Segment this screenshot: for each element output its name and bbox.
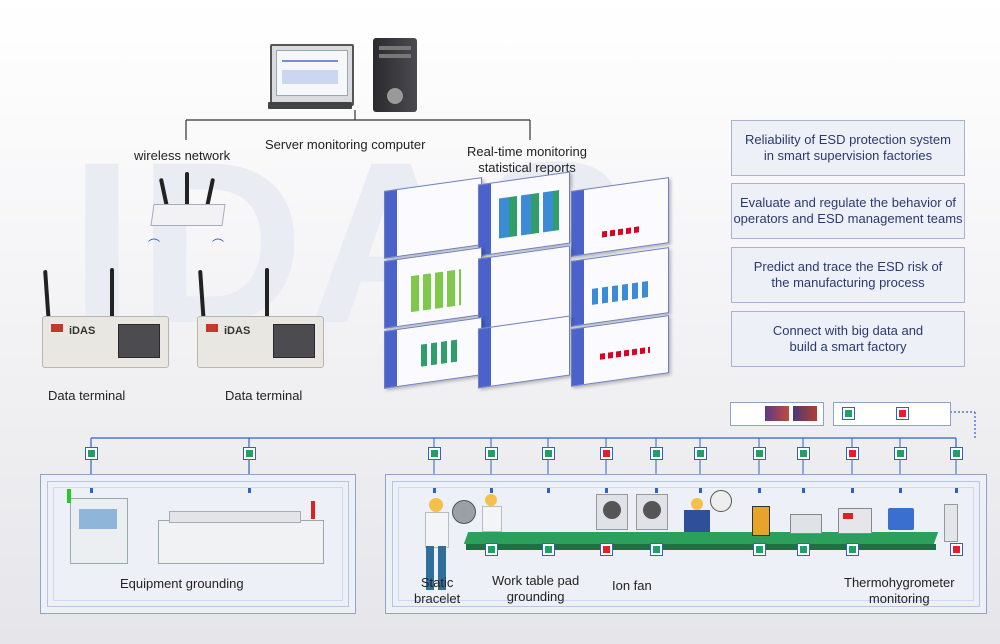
soldering-closeup-icon — [710, 490, 732, 512]
keyboard-icon — [268, 102, 352, 109]
report-screen — [384, 177, 482, 259]
line-node-green — [797, 543, 810, 556]
realtime-line1: Real-time monitoring — [467, 144, 587, 159]
panel-tick — [758, 488, 761, 493]
report-screen — [384, 247, 482, 329]
equipment-label: Equipment grounding — [120, 576, 244, 591]
top-node-green — [428, 447, 441, 460]
top-node-red — [600, 447, 613, 460]
realtime-label: Real-time monitoring statistical reports — [467, 144, 587, 176]
panel-tick — [802, 488, 805, 493]
panel-tick — [655, 488, 658, 493]
realtime-line2: statistical reports — [478, 160, 576, 175]
line-node-green — [485, 543, 498, 556]
top-node-green — [753, 447, 766, 460]
line-node-green — [846, 543, 859, 556]
panel-tick — [955, 488, 958, 493]
panel-tick — [605, 488, 608, 493]
top-node-green — [950, 447, 963, 460]
report-screen — [478, 171, 570, 257]
work-table-edge — [466, 544, 936, 550]
top-node-green — [797, 447, 810, 460]
soldering-station-icon — [888, 508, 914, 530]
panel-tick — [547, 488, 550, 493]
top-node-green — [894, 447, 907, 460]
multimeter-icon — [752, 506, 770, 536]
thermohygrometer-icon — [944, 504, 958, 542]
monitor-icon — [270, 44, 354, 106]
data-terminal-device: iDAS — [197, 316, 324, 368]
report-screen — [571, 177, 669, 257]
status-legend — [833, 402, 951, 426]
line-node-red — [600, 543, 613, 556]
top-node-green — [694, 447, 707, 460]
wifi-icon: ⌒ — [212, 238, 225, 252]
router-icon — [148, 172, 226, 228]
panel-tick — [699, 488, 702, 493]
worker-icon — [482, 494, 502, 532]
panel-tick — [490, 488, 493, 493]
ion-fan-icon — [636, 494, 668, 530]
wireless-label: wireless network — [134, 148, 231, 163]
top-node-green — [485, 447, 498, 460]
top-node-red — [846, 447, 859, 460]
top-node-green — [243, 447, 256, 460]
bracelet-closeup-icon — [452, 500, 476, 524]
power-supply-icon — [838, 508, 872, 534]
top-node-green — [650, 447, 663, 460]
ionfan-label: Ion fan — [612, 578, 652, 593]
thermal-image-strip — [730, 402, 824, 426]
line-node-green — [650, 543, 663, 556]
wifi-icon: ⌒ — [148, 238, 161, 252]
top-node-green — [542, 447, 555, 460]
server-tower-icon — [373, 38, 417, 112]
smt-machine-icon — [67, 489, 128, 564]
report-screen — [571, 247, 669, 327]
panel-tick — [851, 488, 854, 493]
terminal-label-1: Data terminal — [48, 388, 126, 403]
reflow-oven-icon — [158, 501, 324, 564]
data-terminal-device: iDAS — [42, 316, 169, 368]
top-node-green — [85, 447, 98, 460]
power-supply-icon — [790, 514, 822, 534]
panel-tick — [899, 488, 902, 493]
server-label: Server monitoring computer — [265, 137, 426, 152]
ion-fan-icon — [596, 494, 628, 530]
line-node-green — [542, 543, 555, 556]
worker-icon — [424, 498, 449, 594]
terminal-label-2: Data terminal — [225, 388, 303, 403]
worker-icon — [684, 498, 710, 534]
line-node-green — [753, 543, 766, 556]
panel-tick — [433, 488, 436, 493]
line-node-red — [950, 543, 963, 556]
